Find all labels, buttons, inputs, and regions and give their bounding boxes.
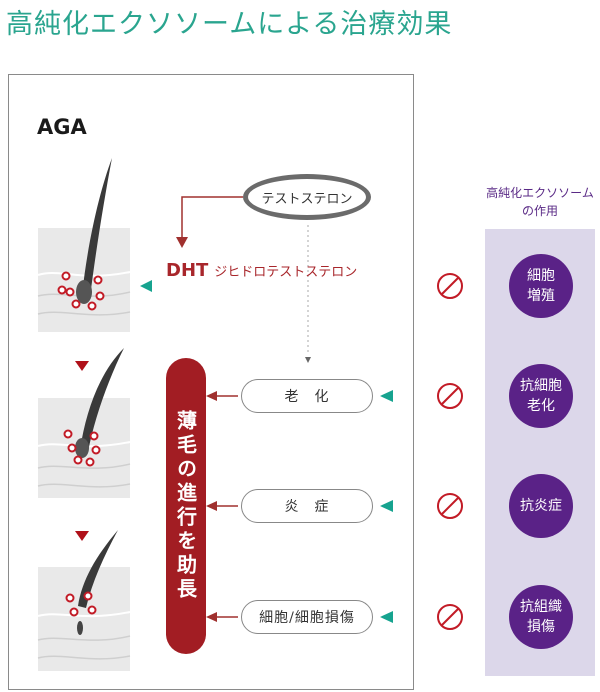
dht-node: DHT ジヒドロテストステロン — [166, 260, 357, 281]
conversion-arrowhead — [176, 237, 188, 248]
action-anti-aging: 抗細胞 老化 — [509, 364, 573, 428]
dht-name: ジヒドロテストステロン — [214, 265, 358, 280]
effect-aging: 老 化 — [241, 379, 373, 413]
page-title: 高純化エクソソームによる治療効果 — [6, 9, 453, 40]
aga-label: AGA — [37, 115, 87, 139]
hair-follicle-illustration-1 — [37, 158, 131, 332]
action-cell-proliferation: 細胞 増殖 — [509, 254, 573, 318]
exosome-action-heading-line2: の作用 — [521, 204, 558, 218]
progression-down-triangle-icon — [75, 361, 89, 371]
prohibition-icon — [437, 604, 463, 630]
effect-cell-damage-label: 細胞/細胞損傷 — [259, 610, 355, 626]
anti-inflammation-arrowhead — [380, 500, 393, 512]
prohibition-icon — [437, 493, 463, 519]
action-label-line: 抗組織 — [520, 599, 562, 615]
aging-arrowhead — [206, 391, 217, 401]
anti-damage-arrowhead — [380, 611, 393, 623]
prohibition-icon — [437, 273, 463, 299]
anti-aging-arrowhead — [380, 390, 393, 402]
damage-arrowhead — [206, 612, 217, 622]
testosterone-node: テストステロン — [243, 174, 371, 220]
effect-cell-damage: 細胞/細胞損傷 — [241, 600, 373, 634]
hair-thinning-label: 薄毛の進行を助長 — [173, 410, 198, 602]
dht-arrowhead — [140, 280, 152, 292]
inflammation-arrowhead — [206, 501, 217, 511]
progression-arrowhead — [305, 357, 311, 363]
action-label-line: 細胞 — [527, 268, 555, 284]
testosterone-label: テストステロン — [261, 191, 353, 207]
dht-abbr: DHT — [166, 260, 209, 281]
action-label-line: 老化 — [527, 398, 555, 414]
progression-down-triangle-icon — [75, 531, 89, 541]
hair-follicle-illustration-3 — [37, 530, 131, 671]
testosterone-conversion-line — [181, 196, 243, 238]
effect-aging-label: 老 化 — [284, 389, 330, 405]
hair-follicle-illustration-2 — [37, 348, 131, 498]
action-label-line: 増殖 — [527, 288, 555, 304]
hair-thinning-bar: 薄毛の進行を助長 — [166, 358, 206, 654]
action-label-line: 抗細胞 — [520, 378, 562, 394]
exosome-action-heading-line1: 高純化エクソソーム — [486, 186, 594, 200]
prohibition-icon — [437, 383, 463, 409]
action-anti-inflammation: 抗炎症 — [509, 474, 573, 538]
action-label-line: 損傷 — [527, 619, 555, 635]
effect-inflammation-label: 炎 症 — [284, 499, 330, 515]
exosome-action-heading: 高純化エクソソーム の作用 — [475, 184, 600, 220]
action-label-line: 抗炎症 — [520, 498, 562, 514]
effect-inflammation: 炎 症 — [241, 489, 373, 523]
action-anti-tissue-damage: 抗組織 損傷 — [509, 585, 573, 649]
